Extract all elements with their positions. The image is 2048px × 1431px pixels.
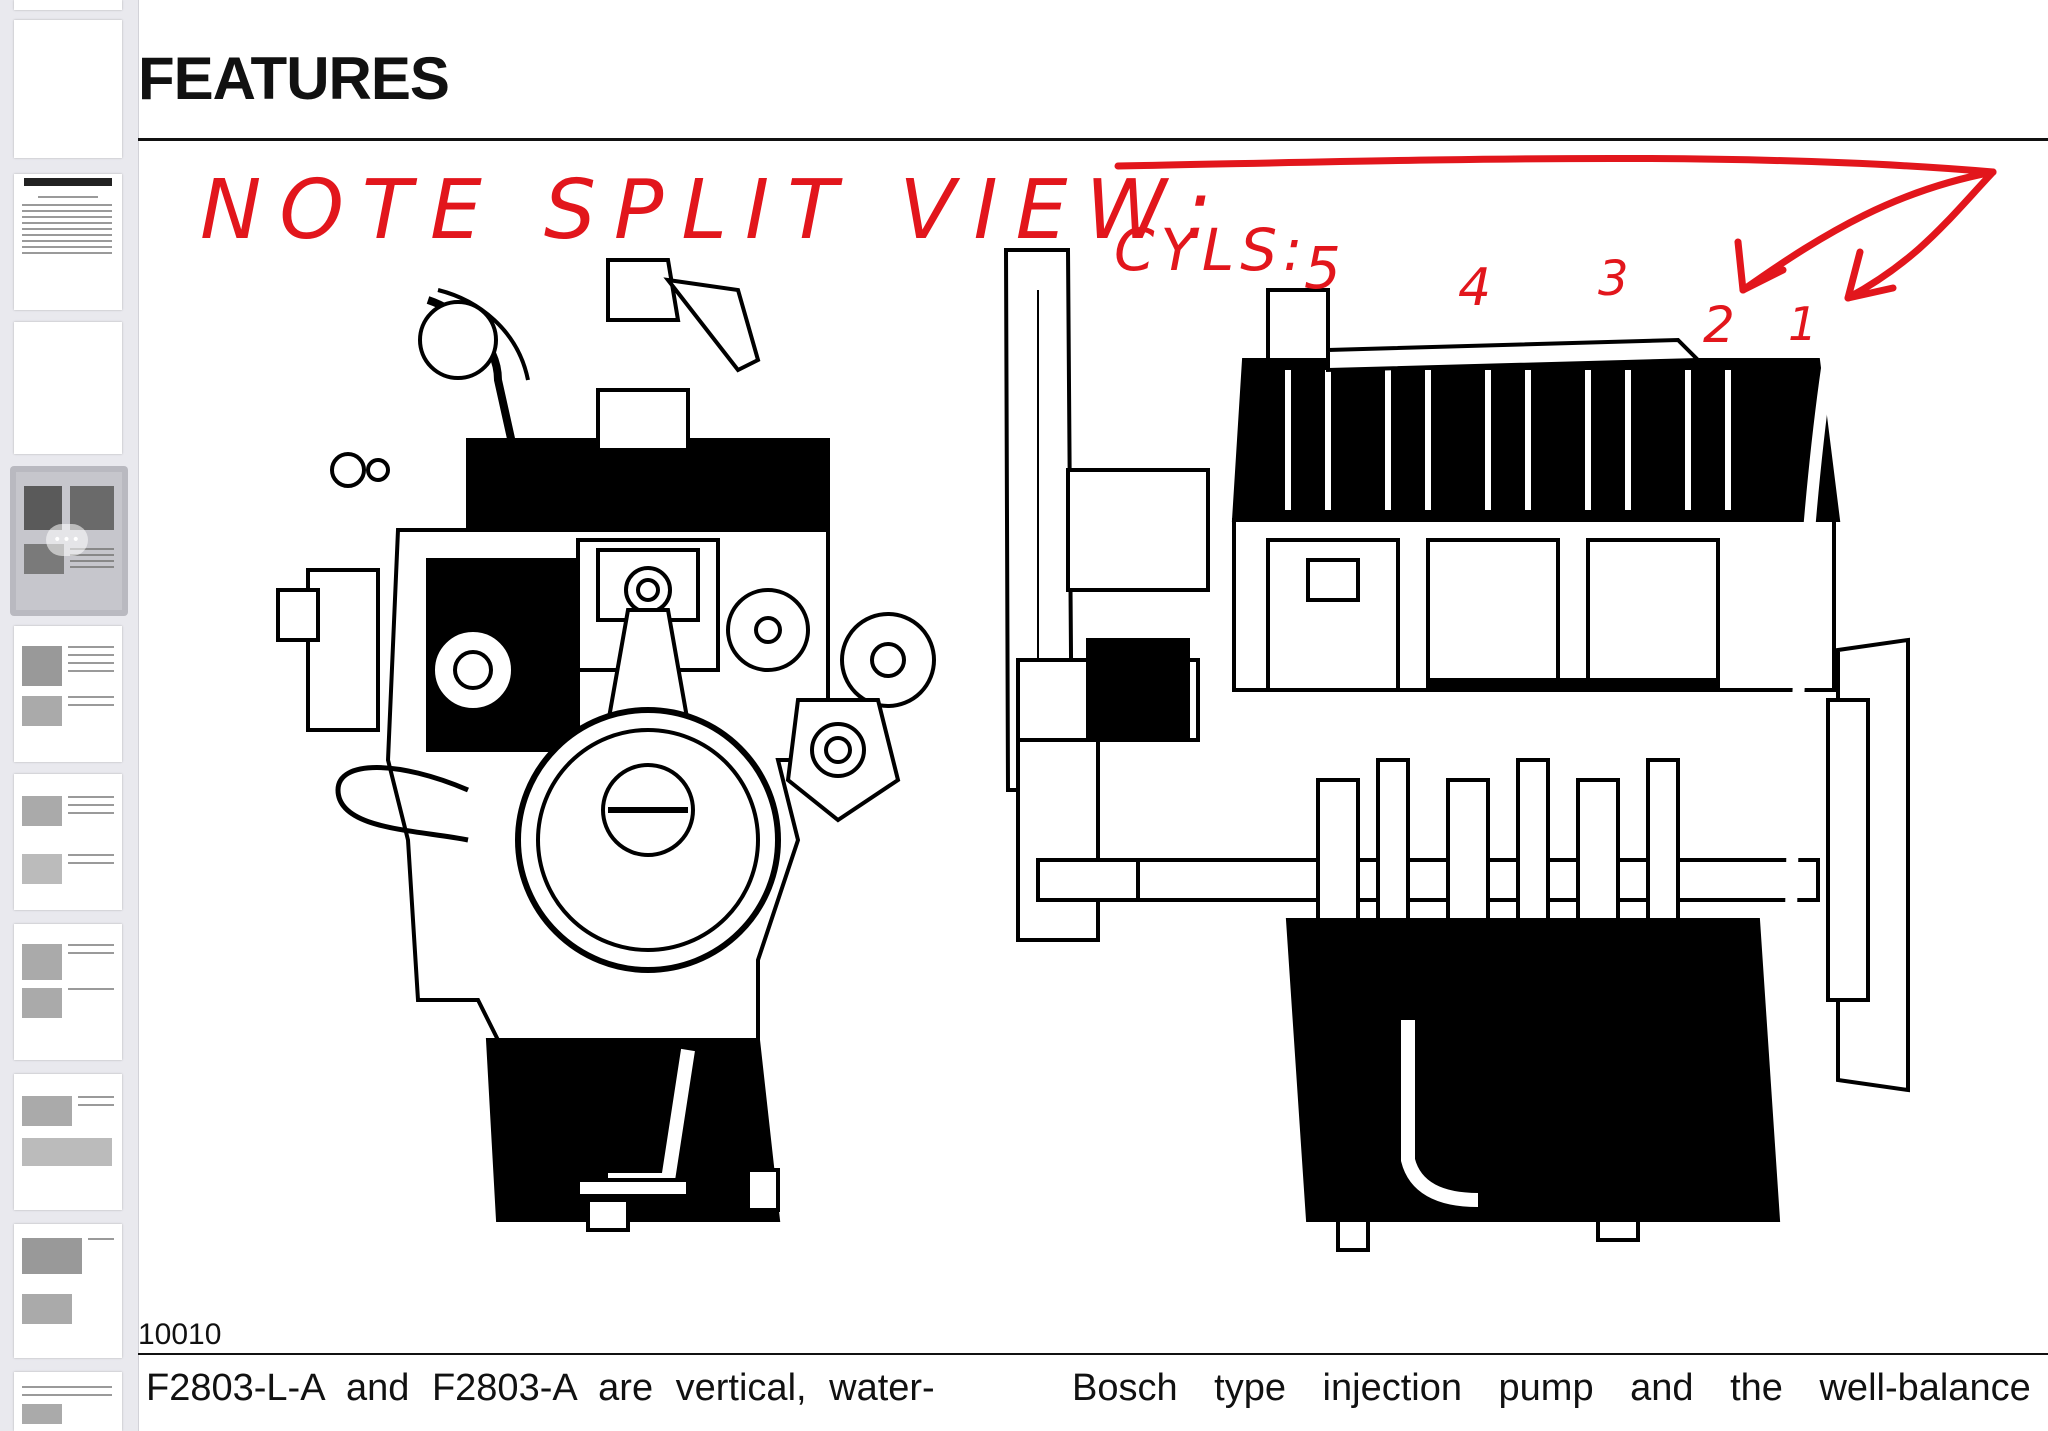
body-text-right-column: Bosch type injection pump and the well-b… <box>1072 1367 2031 1409</box>
thumbnail-page-2[interactable] <box>14 20 122 158</box>
page-thumbnail-sidebar: ••• <box>0 0 139 1431</box>
thumbnail-page-3[interactable] <box>14 174 122 310</box>
engine-end-section <box>276 258 936 1232</box>
thumbnail-page-7[interactable] <box>14 774 122 910</box>
thumbnail-page-11[interactable] <box>14 1372 122 1431</box>
thumbnail-page-6[interactable] <box>14 626 122 762</box>
more-options-button[interactable]: ••• <box>46 524 88 556</box>
document-page: FEATURES <box>138 0 2048 1431</box>
thumbnail-page-8[interactable] <box>14 924 122 1060</box>
thumbnail-page-10[interactable] <box>14 1224 122 1358</box>
thumbnail-page-1[interactable] <box>14 0 122 10</box>
header-rule <box>138 138 2048 141</box>
engine-cross-section-illustration <box>276 248 1910 1252</box>
body-text-left-column: F2803-L-A and F2803-A are vertical, wate… <box>146 1367 935 1409</box>
section-title: FEATURES <box>138 45 450 112</box>
figure-id: 10010 <box>138 1318 222 1351</box>
thumbnail-page-4[interactable] <box>14 322 122 454</box>
engine-side-section <box>1003 248 1910 1252</box>
figure-rule <box>138 1353 2048 1355</box>
thumbnail-page-9[interactable] <box>14 1074 122 1210</box>
